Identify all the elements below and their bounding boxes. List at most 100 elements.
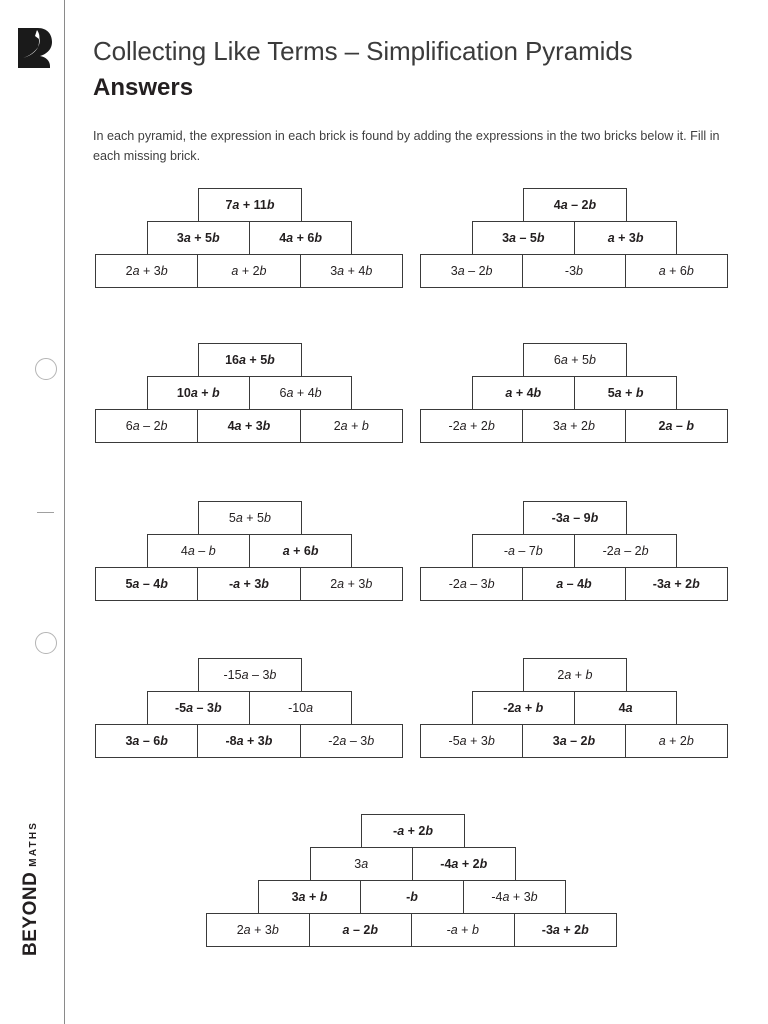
brick-expression: -5a – 3b	[175, 700, 222, 715]
pyramid-brick[interactable]: a + 2b	[197, 254, 301, 288]
pyramid-brick[interactable]: 16a + 5b	[198, 343, 302, 377]
brick-expression: 2a + 3b	[236, 922, 279, 937]
pyramid-brick[interactable]: 5a + 5b	[198, 501, 302, 535]
pyramid-brick[interactable]: -4a + 3b	[462, 880, 567, 914]
pyramid-brick[interactable]: 4a + 3b	[197, 409, 301, 443]
pyramid-row: 3a-4a + 2b	[309, 847, 517, 881]
pyramid-brick[interactable]: -4a + 2b	[412, 847, 516, 881]
pyramid-brick[interactable]: 2a + 3b	[206, 913, 310, 947]
pyramid-brick[interactable]: a + 3b	[573, 221, 678, 255]
pyramid-brick[interactable]: -15a – 3b	[198, 658, 302, 692]
pyramid-row: 7a + 11b	[198, 188, 302, 222]
pyramid-brick[interactable]: 6a – 2b	[95, 409, 199, 443]
pyramid-brick[interactable]: 2a + 3b	[299, 567, 403, 601]
pyramid-brick[interactable]: -3a – 9b	[523, 501, 627, 535]
pyramid-brick[interactable]: -b	[360, 880, 464, 914]
beyond-b-logo-icon	[12, 25, 56, 71]
pyramid-8: 2a + b -2a + b 4a -5a + 3b 3a – 2b a + 2b	[420, 658, 730, 758]
brick-expression: -a + 2b	[393, 823, 433, 838]
pyramid-brick[interactable]: 2a + 3b	[95, 254, 199, 288]
pyramid-brick[interactable]: a + 6b	[624, 254, 728, 288]
pyramid-brick[interactable]: a + 6b	[248, 534, 353, 568]
brick-expression: -2a + 2b	[448, 418, 495, 433]
pyramid-brick[interactable]: a – 2b	[308, 913, 412, 947]
pyramid-brick[interactable]: 4a	[573, 691, 678, 725]
pyramid-brick[interactable]: 2a + b	[299, 409, 403, 443]
pyramid-brick[interactable]: 5a – 4b	[95, 567, 199, 601]
brick-expression: 4a – 2b	[553, 197, 597, 212]
pyramid-brick[interactable]: 3a + 5b	[146, 221, 250, 255]
brick-expression: 3a + 2b	[552, 418, 595, 433]
brick-expression: 3a – 2b	[450, 263, 493, 278]
pyramid-brick[interactable]: a – 4b	[522, 567, 626, 601]
instructions-text: In each pyramid, the expression in each …	[93, 129, 720, 163]
brick-expression: a + 4b	[505, 385, 542, 400]
pyramid-brick[interactable]: 4a – b	[146, 534, 250, 568]
pyramid-row: 16a + 5b	[198, 343, 302, 377]
pyramid-brick[interactable]: -2a – 2b	[573, 534, 678, 568]
pyramid-brick[interactable]: -5a + 3b	[420, 724, 524, 758]
pyramid-brick[interactable]: 6a + 5b	[523, 343, 627, 377]
pyramid-brick[interactable]: 3a – 5b	[471, 221, 575, 255]
brick-expression: a + 2b	[231, 263, 267, 278]
pyramid-brick[interactable]: -5a – 3b	[146, 691, 250, 725]
pyramid-row: -2a + b 4a	[471, 691, 679, 725]
pyramid-brick[interactable]: 3a – 2b	[420, 254, 524, 288]
pyramid-brick[interactable]: a + 2b	[624, 724, 728, 758]
pyramid-row: 4a – 2b	[523, 188, 627, 222]
pyramid-brick[interactable]: 3a – 2b	[522, 724, 626, 758]
brick-expression: -a + 3b	[228, 576, 269, 591]
pyramid-brick[interactable]: -2a + b	[471, 691, 575, 725]
brick-expression: 3a – 2b	[552, 733, 596, 748]
brick-expression: 4a	[618, 700, 633, 715]
pyramid-row: 3a – 6b-8a + 3b-2a – 3b	[95, 724, 405, 758]
pyramid-brick[interactable]: 5a + b	[573, 376, 678, 410]
pyramid-brick[interactable]: -3a + 2b	[624, 567, 728, 601]
pyramid-brick[interactable]: 4a + 6b	[248, 221, 353, 255]
pyramid-brick[interactable]: 3a – 6b	[95, 724, 199, 758]
brick-expression: 2a + b	[557, 667, 593, 682]
pyramid-6: -3a – 9b-a – 7b -2a – 2b -2a – 3b a – 4b -3a…	[420, 501, 730, 601]
brick-expression: a – 4b	[556, 576, 592, 591]
brick-expression: 5a + b	[607, 385, 644, 400]
pyramid-brick[interactable]: -a + 3b	[197, 567, 301, 601]
pyramid-brick[interactable]: -2a + 2b	[420, 409, 524, 443]
pyramid-brick[interactable]: -10a	[248, 691, 353, 725]
pyramid-brick[interactable]: 10a + b	[146, 376, 250, 410]
pyramid-brick[interactable]: 4a – 2b	[523, 188, 627, 222]
brick-expression: 2a + 3b	[330, 576, 373, 591]
brick-expression: a – 2b	[342, 922, 378, 937]
pyramid-brick[interactable]: 7a + 11b	[198, 188, 302, 222]
brick-expression: -2a + b	[503, 700, 544, 715]
brick-expression: 3a – 5b	[502, 230, 545, 245]
pyramid-row: 2a + b	[523, 658, 627, 692]
pyramid-brick[interactable]: -2a – 3b	[299, 724, 403, 758]
pyramid-brick[interactable]: -3a + 2b	[513, 913, 617, 947]
pyramid-brick[interactable]: 3a + b	[257, 880, 362, 914]
pyramid-row: 5a + 5b	[198, 501, 302, 535]
pyramid-brick[interactable]: -a – 7b	[471, 534, 575, 568]
pyramid-brick[interactable]: 3a	[309, 847, 413, 881]
pyramid-brick[interactable]: 2a + b	[523, 658, 627, 692]
brick-expression: -2a – 2b	[602, 543, 649, 558]
pyramid-row: -a + 2b	[361, 814, 465, 848]
pyramid-brick[interactable]: 3a + 4b	[299, 254, 403, 288]
pyramid-brick[interactable]: 6a + 4b	[248, 376, 353, 410]
pyramid-brick[interactable]: -a + b	[411, 913, 515, 947]
pyramid-brick[interactable]: 3a + 2b	[522, 409, 626, 443]
pyramid-brick[interactable]: 2a – b	[624, 409, 728, 443]
pyramid-row: -a – 7b -2a – 2b	[471, 534, 679, 568]
pyramid-brick[interactable]: -2a – 3b	[420, 567, 524, 601]
pyramid-row: -2a + 2b 3a + 2b 2a – b	[420, 409, 730, 443]
pyramid-brick[interactable]: -3b	[522, 254, 626, 288]
pyramid-brick[interactable]: a + 4b	[471, 376, 575, 410]
pyramid-row: -15a – 3b	[198, 658, 302, 692]
brick-expression: -a + b	[446, 922, 479, 937]
pyramid-brick[interactable]: -a + 2b	[361, 814, 465, 848]
beyond-maths-wordmark: BEYOND MATHS	[20, 821, 42, 956]
pyramid-brick[interactable]: -8a + 3b	[197, 724, 301, 758]
